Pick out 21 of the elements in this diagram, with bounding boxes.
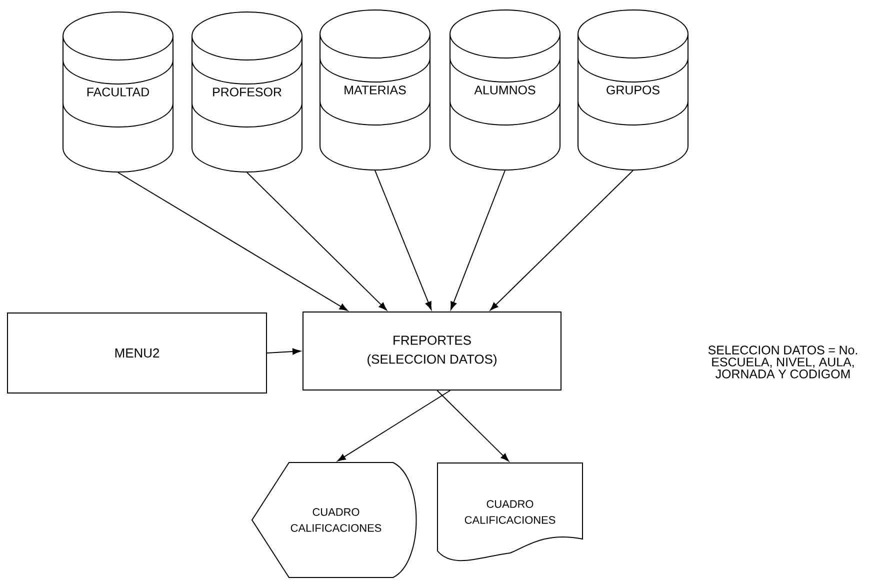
database-cylinder: PROFESOR — [192, 12, 302, 172]
database-cylinder: ALUMNOS — [450, 10, 560, 170]
arrow — [450, 170, 506, 310]
database-cylinder: MATERIAS — [320, 10, 430, 170]
node-label: MATERIAS — [344, 86, 406, 94]
arrow — [337, 390, 451, 462]
process-box: MENU2 — [7, 312, 267, 394]
arrow — [490, 170, 634, 310]
arrow — [374, 170, 432, 310]
node-label: PROFESOR — [213, 88, 282, 96]
process-box: FREPORTES (SELECCION DATOS) — [302, 312, 562, 390]
database-cylinder: GRUPOS — [578, 10, 688, 170]
node-label: GRUPOS — [606, 86, 660, 94]
node-label: ALUMNOS — [474, 86, 536, 94]
note-text: SELECCION DATOS = No. ESCUELA, NIVEL, AULA, JORNADA Y CODIGOM — [708, 346, 858, 378]
node-label: FACULTAD — [87, 88, 150, 96]
database-cylinder: FACULTAD — [62, 12, 174, 172]
arrow — [266, 348, 301, 355]
arrow — [246, 172, 387, 310]
arrow — [118, 172, 348, 311]
arrow — [436, 390, 509, 462]
